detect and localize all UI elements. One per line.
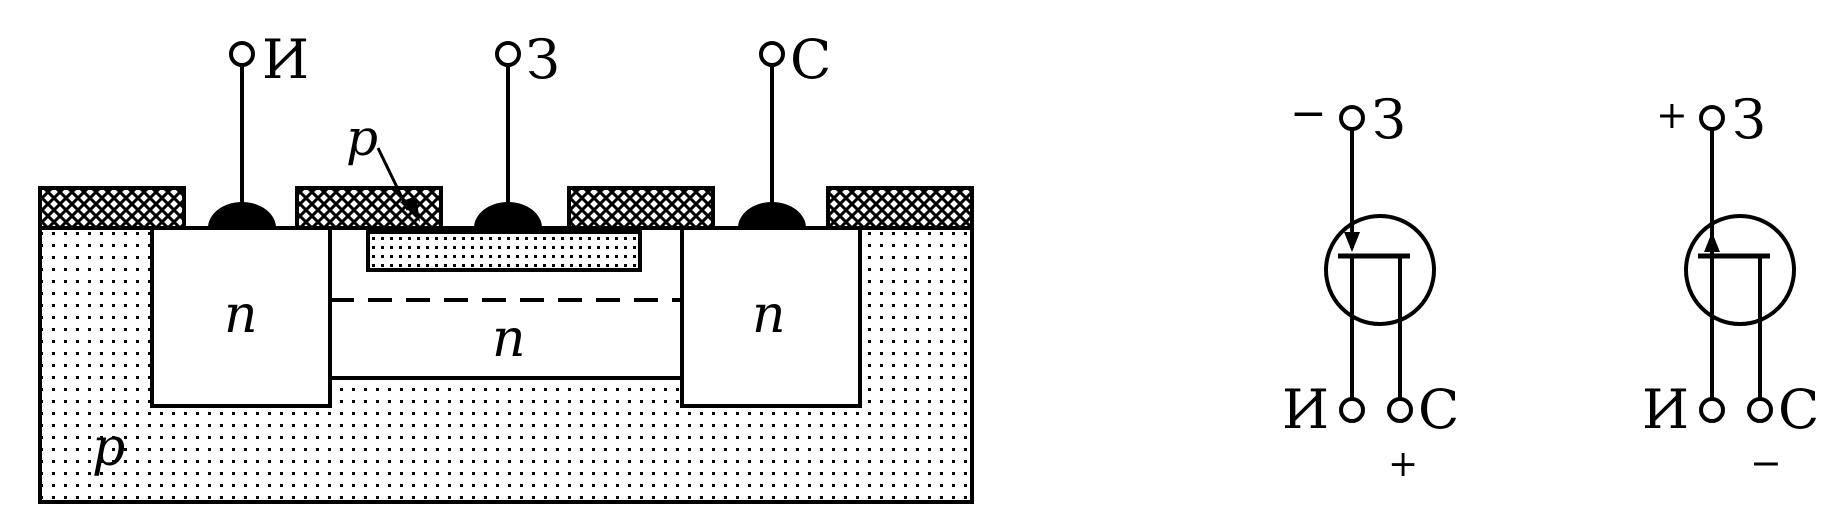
p-substrate-label: p bbox=[92, 418, 125, 478]
symbol-right-drain-polarity: − bbox=[1750, 441, 1782, 485]
symbol-left-drain-terminal bbox=[1387, 397, 1413, 423]
symbol-right-source-terminal bbox=[1699, 397, 1725, 423]
gate-contact bbox=[474, 202, 542, 228]
symbol-right-gate-polarity: + bbox=[1656, 93, 1688, 137]
symbol-right-source-label: И bbox=[1642, 378, 1689, 441]
symbol-right-gate-label: З bbox=[1732, 88, 1766, 151]
gate-terminal-label: З bbox=[526, 28, 560, 91]
oxide-pad-2 bbox=[295, 186, 443, 230]
p-gate-leader bbox=[376, 147, 410, 211]
p-gate-label: p bbox=[346, 109, 378, 167]
drain-terminal bbox=[759, 41, 785, 67]
symbol-left-gate-label: З bbox=[1372, 88, 1406, 151]
n-drain-region bbox=[680, 226, 862, 408]
symbol-left-gate-terminal bbox=[1339, 105, 1365, 131]
symbol-right-gate-arrow bbox=[1704, 232, 1720, 252]
n-channel-label: n bbox=[492, 309, 526, 369]
source-terminal-label: И bbox=[262, 28, 309, 91]
p-gate-leader-arrowhead bbox=[400, 196, 420, 222]
p-gate-region bbox=[366, 230, 642, 272]
symbol-left-body bbox=[1324, 214, 1436, 326]
n-source-region bbox=[150, 226, 332, 408]
oxide-pad-1 bbox=[38, 186, 186, 230]
symbol-right-gate-terminal bbox=[1699, 105, 1725, 131]
n-drain-label: n bbox=[752, 285, 786, 345]
drain-terminal-label: С bbox=[790, 28, 831, 91]
symbol-left-source-label: И bbox=[1282, 378, 1329, 441]
jfet-symbol-left: − З И С + bbox=[1282, 88, 1459, 485]
oxide-pad-4 bbox=[826, 186, 974, 230]
gate-terminal bbox=[495, 41, 521, 67]
jfet-cross-section: И З С p n n n p bbox=[38, 28, 974, 504]
source-contact bbox=[208, 202, 276, 228]
symbol-right-drain-terminal bbox=[1747, 397, 1773, 423]
jfet-symbol-right: + З И С − bbox=[1642, 88, 1819, 485]
symbol-left-source-terminal bbox=[1339, 397, 1365, 423]
oxide-pad-3 bbox=[567, 186, 715, 230]
symbol-right-drain-label: С bbox=[1778, 378, 1819, 441]
symbol-left-drain-label: С bbox=[1418, 378, 1459, 441]
source-terminal bbox=[229, 41, 255, 67]
symbol-left-drain-polarity: + bbox=[1388, 444, 1418, 485]
symbol-right-body bbox=[1684, 214, 1796, 326]
symbol-left-gate-arrow bbox=[1344, 232, 1360, 252]
drain-contact bbox=[738, 202, 806, 228]
n-source-label: n bbox=[224, 285, 258, 345]
symbol-left-gate-polarity: − bbox=[1290, 88, 1327, 139]
